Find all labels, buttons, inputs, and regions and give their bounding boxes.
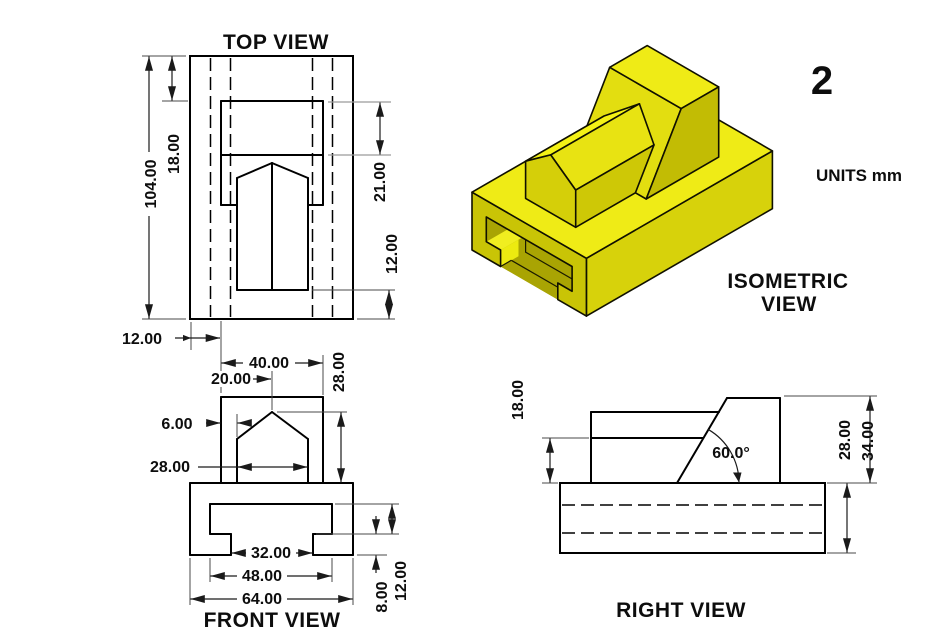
dim-wall-height: 18.00 [510, 380, 527, 420]
front-view-outline [189, 396, 354, 556]
svg-text:104.00: 104.00 [143, 159, 160, 208]
isometric-view: 2 UNITS mm ISOMETRIC VIEW [471, 44, 902, 317]
top-view-title: TOP VIEW [223, 31, 329, 54]
dim-slope-angle: 60.0° [712, 445, 750, 462]
dim-prism-front-offset: 12.00 [384, 234, 401, 274]
dim-base-height: 28.00 [837, 420, 854, 460]
dim-block-left-offset: 12.00 [122, 331, 162, 348]
front-view: FRONT VIEW [150, 352, 410, 632]
top-view-dimensions: 104.00 18.00 21.00 12.00 12.00 [122, 55, 401, 393]
dim-prism-width: 28.00 [150, 459, 190, 476]
dim-overall-width: 64.00 [242, 591, 282, 608]
dim-overall-depth: 104.00 [140, 152, 160, 216]
dim-block-height: 34.00 [860, 421, 877, 461]
right-view-outline [559, 397, 826, 554]
dim-slot-opening-width: 32.00 [251, 545, 291, 562]
sheet-number: 2 [811, 59, 833, 103]
dim-ridge-height: 28.00 [331, 352, 348, 392]
front-view-dimensions: 40.00 20.00 28.00 6.00 28.00 32.00 48.00… [150, 352, 410, 613]
isometric-view-title-line1: ISOMETRIC [727, 270, 848, 293]
dim-eave-gap: 6.00 [161, 416, 192, 433]
top-view: TOP VIEW [122, 31, 401, 393]
dim-slot-opening-height: 8.00 [374, 581, 391, 612]
right-view: RIGHT VIEW 60.0° [510, 380, 877, 622]
iso-prism-front-face [524, 154, 577, 229]
dim-ridge-offset: 20.00 [211, 371, 251, 388]
units-label: UNITS mm [816, 166, 902, 185]
right-view-dimensions: 60.0° 18.00 28.00 34.00 [510, 380, 877, 554]
dim-slot-cavity-height: 12.00 [393, 561, 410, 601]
dim-slot-cavity-width: 48.00 [242, 568, 282, 585]
iso-block-right-face [645, 86, 720, 200]
dim-block-back-offset: 18.00 [166, 134, 183, 174]
isometric-view-title-line2: VIEW [761, 293, 817, 316]
dim-block-width: 40.00 [249, 355, 289, 372]
right-view-title: RIGHT VIEW [616, 599, 746, 622]
dim-top-face-depth: 21.00 [372, 162, 389, 202]
top-view-outline [189, 55, 354, 320]
front-view-title: FRONT VIEW [204, 609, 341, 632]
